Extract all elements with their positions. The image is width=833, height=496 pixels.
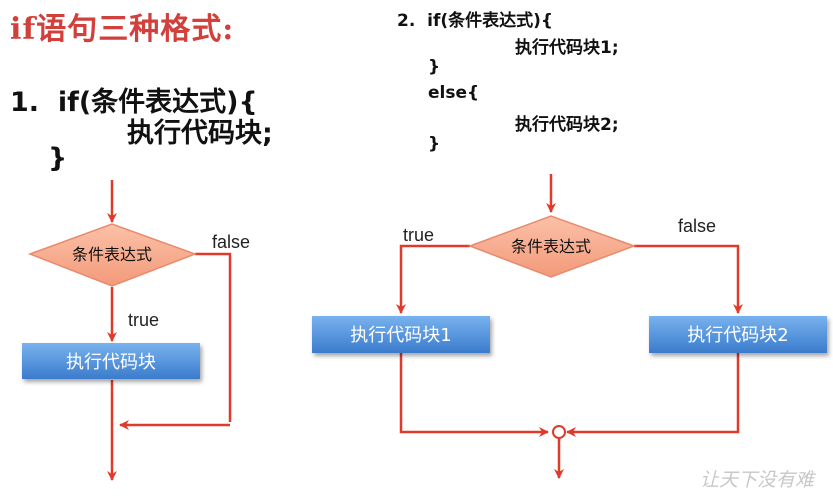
format2-line4: else{: [428, 83, 480, 103]
format1-line3: }: [48, 143, 68, 174]
d2-true-arrow: [396, 244, 470, 314]
d2-false-label: false: [678, 216, 716, 236]
d2-merge-right: [566, 353, 740, 437]
format2-line3: }: [428, 57, 441, 77]
d1-condition-diamond: [27, 223, 198, 287]
d2-true-label: true: [403, 225, 434, 245]
format1-line2: 执行代码块;: [127, 118, 273, 149]
d1-condition-label: 条件表达式: [72, 245, 152, 264]
format1-line1: 1. if(条件表达式){: [10, 87, 258, 118]
d2-block1-rect: [312, 316, 490, 353]
d2-block2-rect: [649, 316, 827, 353]
d1-false-label: false: [212, 232, 250, 252]
d1-true-label: true: [128, 310, 159, 330]
format2-line5: 执行代码块2;: [515, 115, 619, 135]
d2-merge-left: [399, 353, 549, 437]
d1-block-rect: [22, 343, 200, 379]
d2-merge-node: [552, 425, 566, 439]
d2-condition-label: 条件表达式: [511, 237, 591, 256]
d2-block1-label: 执行代码块1: [350, 325, 451, 346]
page-title: if语句三种格式:: [10, 12, 235, 47]
d1-block-label: 执行代码块: [66, 352, 156, 373]
d1-false-line: [195, 252, 232, 422]
d2-block2-label: 执行代码块2: [687, 325, 788, 346]
format2-line2: 执行代码块1;: [515, 38, 619, 58]
format2-line1: 2. if(条件表达式){: [397, 11, 553, 31]
format2-line6: }: [428, 134, 441, 154]
d2-false-arrow: [634, 244, 743, 314]
watermark: 让天下没有难: [700, 469, 817, 491]
d2-condition-diamond: [467, 215, 637, 278]
